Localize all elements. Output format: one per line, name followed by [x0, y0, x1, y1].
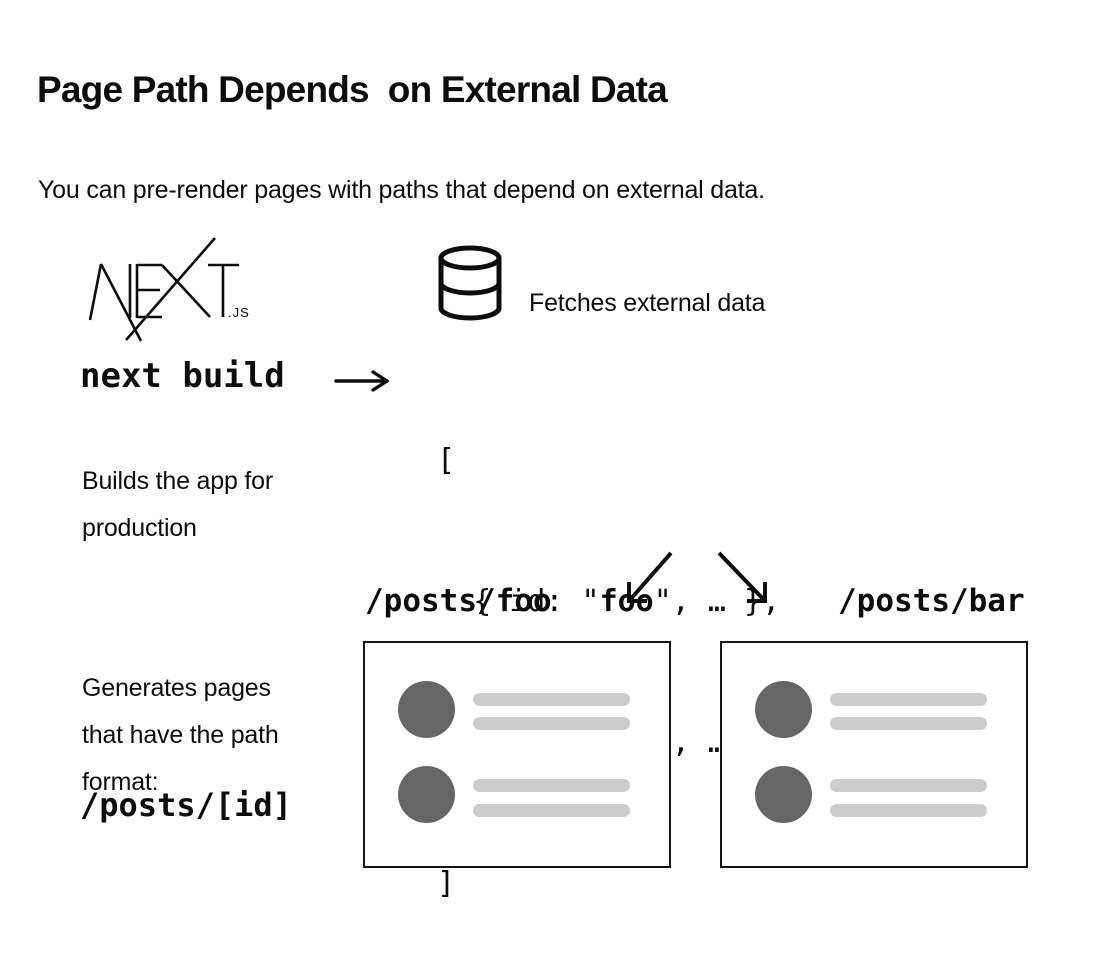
page-title: Page Path Depends on External Data: [37, 68, 668, 110]
page-mockup-foo: [363, 641, 671, 868]
code-line: [: [437, 443, 456, 478]
avatar-circle: [398, 766, 455, 823]
avatar-circle: [398, 681, 455, 738]
generates-note: Generates pages that have the path forma…: [82, 674, 279, 796]
avatar-circle: [755, 681, 812, 738]
path-format-label: /posts/[id]: [80, 786, 292, 824]
page-path-foo-label: /posts/foo: [365, 583, 552, 619]
right-arrow-icon: [334, 370, 389, 392]
down-right-arrow-icon: [717, 551, 767, 603]
nextjs-logo-suffix: .JS: [228, 305, 250, 320]
down-left-arrow-icon: [627, 551, 673, 603]
text-line-bar: [830, 717, 987, 730]
nextjs-logo-icon: .JS: [88, 237, 250, 342]
code-line: ]: [437, 866, 456, 901]
fan-out-arrows: [627, 551, 767, 603]
avatar-circle: [755, 766, 812, 823]
page-path-bar-label: /posts/bar: [838, 583, 1025, 619]
database-icon: [438, 245, 502, 321]
text-line-bar: [473, 779, 630, 792]
text-line-bar: [473, 804, 630, 817]
page-mockup-bar: [720, 641, 1028, 868]
next-build-command: next build: [80, 356, 285, 396]
fetches-external-data-label: Fetches external data: [529, 289, 766, 317]
builds-note: Builds the app for production: [82, 467, 273, 542]
text-line-bar: [830, 779, 987, 792]
intro-text: You can pre-render pages with paths that…: [38, 176, 765, 204]
text-line-bar: [473, 693, 630, 706]
text-line-bar: [473, 717, 630, 730]
text-line-bar: [830, 693, 987, 706]
text-line-bar: [830, 804, 987, 817]
